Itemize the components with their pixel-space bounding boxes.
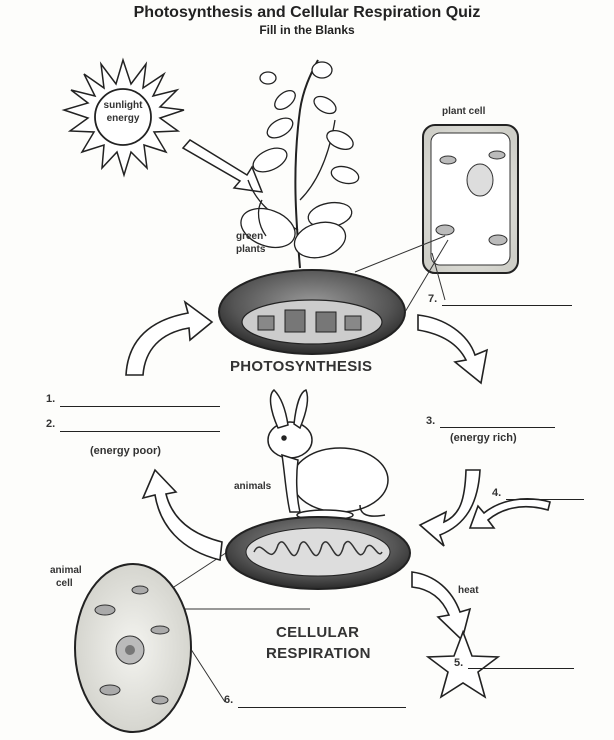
arrow-to-energy-poor (141, 468, 223, 561)
energy-rich-label: (energy rich) (450, 432, 517, 444)
blank-6-line[interactable] (238, 707, 406, 708)
star-icon (425, 629, 501, 699)
page-title: Photosynthesis and Cellular Respiration … (133, 4, 481, 21)
chloroplast-illustration (218, 269, 406, 355)
blank-6-number: 6. (224, 694, 234, 706)
sun-label-line1: sunlight (103, 100, 143, 111)
blank-4-line[interactable] (506, 499, 584, 500)
blank-3-line[interactable] (440, 427, 555, 428)
blank-5-number: 5. (454, 657, 464, 669)
blank-1-line[interactable] (60, 406, 220, 407)
photosynthesis-label: PHOTOSYNTHESIS (230, 358, 373, 375)
arrow-from-photosynthesis (417, 314, 489, 385)
arrow-oxygen-in (468, 498, 551, 529)
rabbit-illustration (267, 388, 389, 521)
arrow-to-respiration (418, 469, 481, 547)
sun-icon (61, 57, 185, 178)
blank-1-number: 1. (46, 393, 56, 405)
sunlight-arrow (181, 139, 264, 193)
sun-label-line2: energy (106, 113, 140, 124)
plant-cell-label: plant cell (442, 106, 486, 117)
blank-7-number: 7. (428, 293, 438, 305)
blank-5-line[interactable] (468, 668, 574, 669)
energy-poor-label: (energy poor) (90, 445, 161, 457)
animal-cell-label-line2: cell (56, 578, 73, 589)
blank-2-number: 2. (46, 418, 56, 430)
plant-cell-illustration (422, 124, 519, 274)
respiration-label: RESPIRATION (266, 645, 371, 662)
green-plant-illustration (240, 59, 360, 269)
animal-cell-illustration (74, 563, 192, 733)
arrow-to-photosynthesis (125, 299, 214, 376)
page-subtitle: Fill in the Blanks (259, 23, 355, 37)
green-plants-label-line1: green (236, 231, 264, 242)
animals-label: animals (234, 481, 272, 492)
green-plants-label-line2: plants (236, 244, 266, 255)
cellular-label: CELLULAR (276, 624, 360, 641)
mitochondrion-illustration (225, 516, 411, 590)
heat-label: heat (458, 585, 479, 596)
blank-4-number: 4. (492, 487, 502, 499)
animal-cell-label-line1: animal (50, 565, 82, 576)
blank-3-number: 3. (426, 415, 436, 427)
blank-2-line[interactable] (60, 431, 220, 432)
blank-7-line[interactable] (442, 305, 572, 306)
arrow-to-heat (411, 571, 472, 642)
cycle-arrows (125, 299, 551, 642)
